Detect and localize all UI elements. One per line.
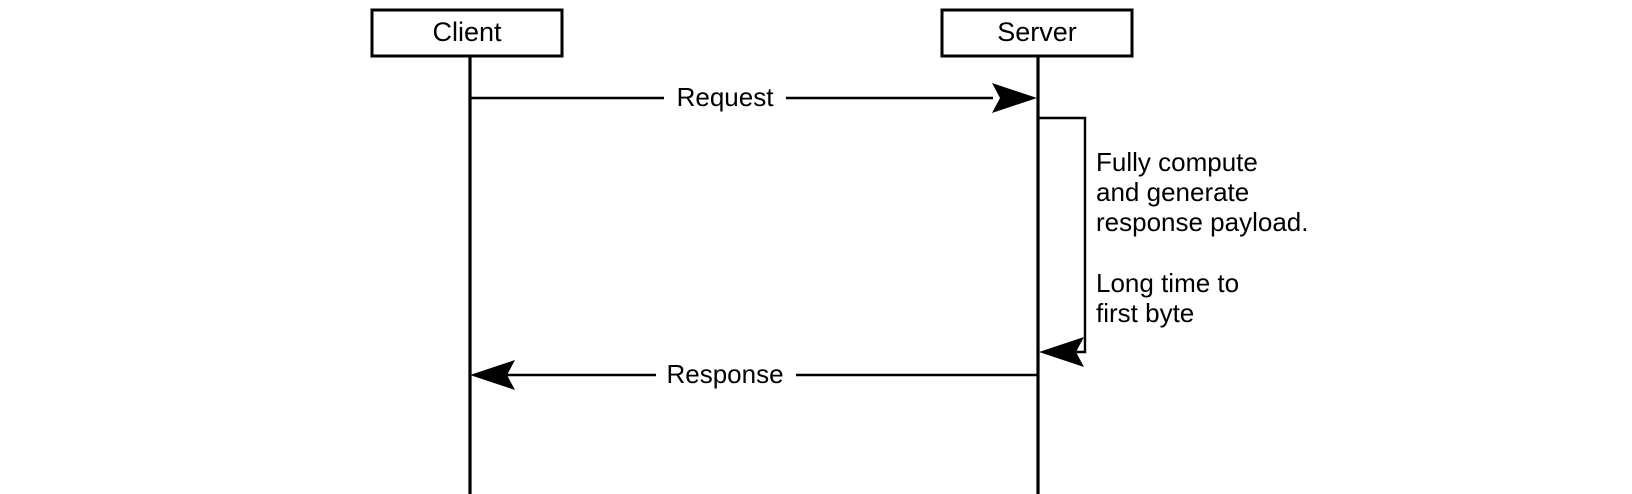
participant-box-client[interactable] (370, 8, 564, 58)
self-call-path-server[interactable] (1038, 116, 1087, 354)
note-ttfb-line-2: first byte (1096, 298, 1194, 328)
message-label-bg-response (656, 361, 796, 390)
participant-label-server: Server (997, 17, 1077, 47)
message-label-bg-request (664, 84, 786, 113)
note-compute-line-2: and generate (1096, 177, 1249, 207)
note-ttfb-line-1: Long time to (1096, 268, 1239, 298)
note-compute-line-1: Fully compute (1096, 147, 1258, 177)
participant-box-server[interactable] (940, 8, 1134, 58)
participant-label-client: Client (432, 17, 502, 47)
arrowhead-response-icon (470, 360, 515, 390)
arrowhead-self-call-icon (1039, 337, 1084, 367)
note-compute-line-3: response payload. (1096, 207, 1308, 237)
arrowhead-request-icon (992, 83, 1037, 113)
message-label-response: Response (666, 359, 783, 389)
message-label-request: Request (677, 82, 775, 112)
